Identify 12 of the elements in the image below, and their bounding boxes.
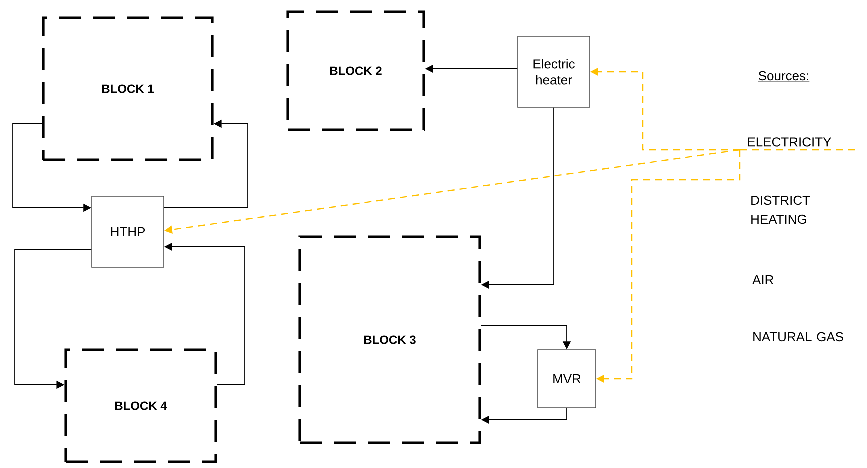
process-box: MVR: [538, 350, 596, 408]
process-box: Electric heater: [518, 36, 590, 108]
source-label: DISTRICT HEATING: [752, 196, 810, 224]
dashed-block: BLOCK 4: [64, 348, 218, 464]
dashed-block: BLOCK 1: [42, 16, 214, 162]
source-label: NATURAL GAS: [754, 332, 844, 342]
process-box: HTHP: [92, 196, 164, 268]
dashed-block: BLOCK 2: [286, 10, 426, 132]
dashed-block: BLOCK 3: [298, 236, 482, 444]
source-label: ELECTRICITY: [748, 138, 832, 147]
heading: Sources:: [758, 71, 810, 82]
source-label: AIR: [752, 276, 774, 284]
